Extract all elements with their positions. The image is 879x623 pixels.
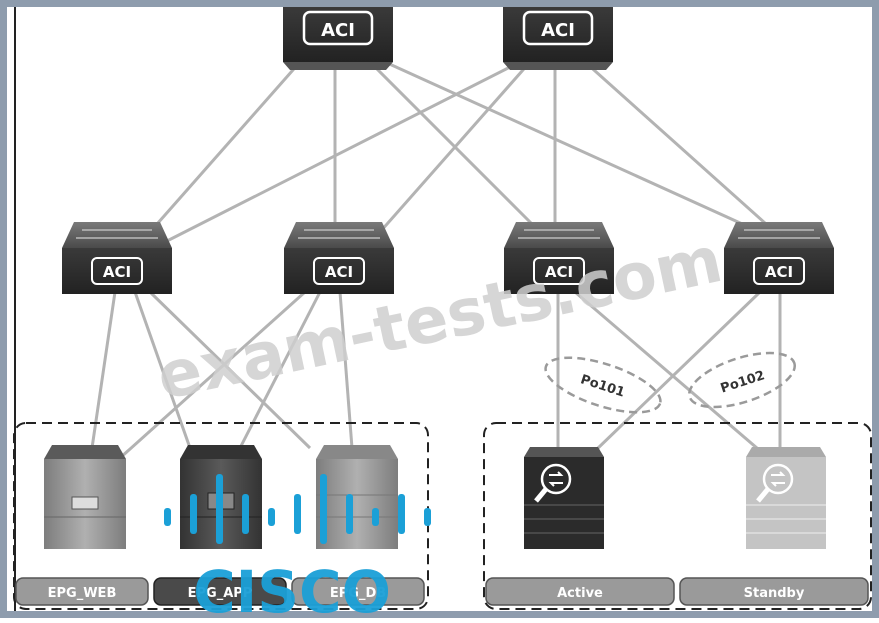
label-epg-db: EPG_DB xyxy=(291,577,425,606)
spine-switch-2: ACI xyxy=(503,7,613,70)
server-web xyxy=(44,445,126,549)
link-leaf2-web xyxy=(118,290,307,460)
firewall-group-box xyxy=(483,422,872,610)
label-epg-web: EPG_WEB xyxy=(15,577,149,606)
aci-logo-icon: ACI xyxy=(302,10,374,46)
label-epg-app: EPG_APP xyxy=(153,577,287,606)
firewall-standby xyxy=(746,447,826,549)
spine-aci-text: ACI xyxy=(541,20,575,41)
aci-logo-icon: ACI xyxy=(522,10,594,46)
cisco-wordmark: CISCO xyxy=(193,558,391,618)
link-leaf1-app xyxy=(133,291,192,449)
leaf-switch-3: ACI xyxy=(504,222,614,294)
link-spine1-leaf4 xyxy=(384,60,761,234)
link-spine1-leaf1 xyxy=(148,61,302,233)
link-spine2-leaf4 xyxy=(583,60,777,234)
leaf-aci-text: ACI xyxy=(545,263,573,281)
spine-aci-text: ACI xyxy=(321,20,355,41)
leaf-aci-text: ACI xyxy=(325,263,353,281)
leaf-aci-text: ACI xyxy=(103,263,131,281)
standby-text: Standby xyxy=(744,586,805,601)
leaf-switch-1: ACI xyxy=(62,222,172,294)
label-active: Active xyxy=(485,577,675,606)
canvas xyxy=(7,7,872,611)
server-db xyxy=(316,445,398,549)
leaf-switch-2: ACI xyxy=(284,222,394,294)
active-text: Active xyxy=(557,586,603,601)
spine-switch-1: ACI xyxy=(283,7,393,70)
firewall-icon xyxy=(540,463,572,495)
link-spine2-leaf2 xyxy=(378,61,532,233)
link-leaf4-active xyxy=(594,290,762,452)
epg-app-text: EPG_APP xyxy=(188,586,253,601)
leaf-switch-4: ACI xyxy=(724,222,834,294)
label-standby: Standby xyxy=(679,577,869,606)
firewall-active xyxy=(524,447,604,549)
cisco-logo xyxy=(164,474,431,544)
leaf-aci-text: ACI xyxy=(765,263,793,281)
links xyxy=(90,60,782,460)
epg-web-text: EPG_WEB xyxy=(48,586,117,601)
firewall-icon xyxy=(762,463,794,495)
link-leaf3-standby xyxy=(574,290,766,457)
epg-db-text: EPG_DB xyxy=(330,586,386,601)
link-spine2-leaf1 xyxy=(164,60,521,244)
